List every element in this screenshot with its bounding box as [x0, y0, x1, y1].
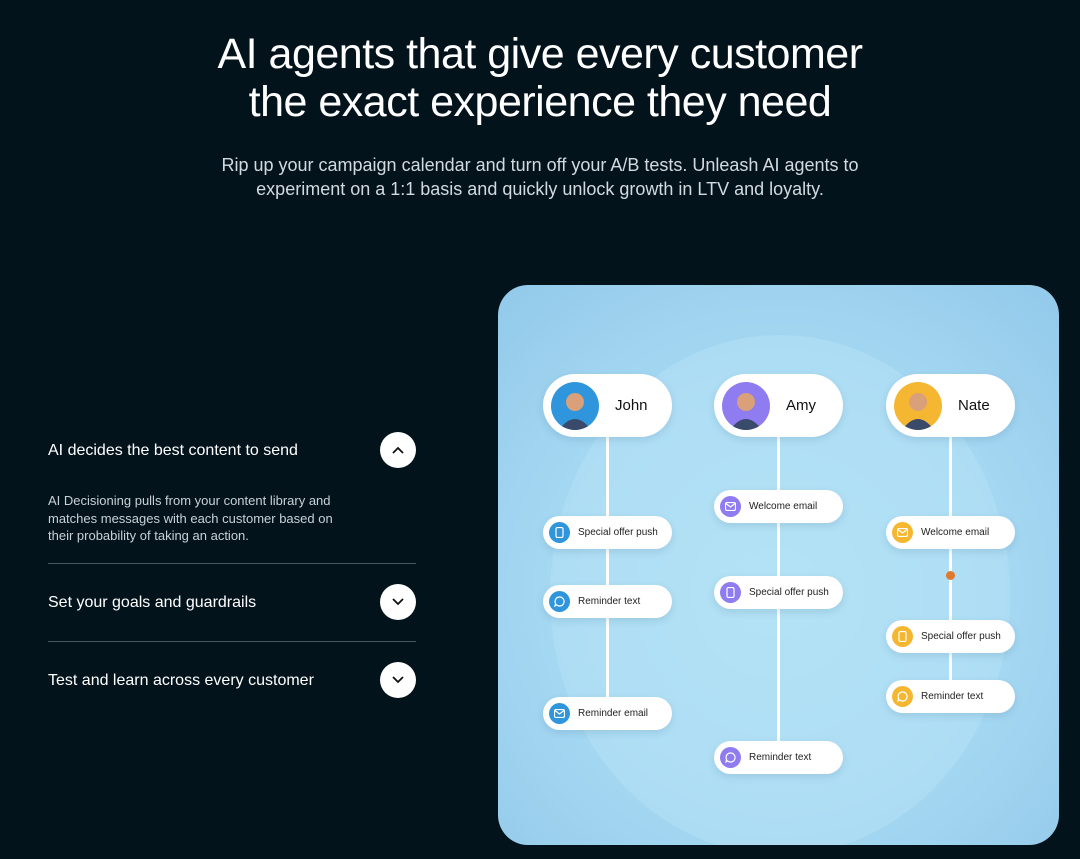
- message-step: Welcome email: [886, 516, 1015, 549]
- message-label: Special offer push: [578, 527, 658, 538]
- avatar: [894, 381, 942, 430]
- accordion-title[interactable]: AI decides the best content to send: [48, 442, 298, 459]
- message-step: Special offer push: [886, 620, 1015, 653]
- journey-line: [606, 435, 609, 700]
- accordion-title[interactable]: Set your goals and guardrails: [48, 594, 257, 611]
- accordion-description: AI Decisioning pulls from your content l…: [48, 493, 333, 543]
- message-step: Special offer push: [543, 516, 672, 549]
- chevron-up-icon: [392, 446, 404, 454]
- subtitle-line-2: experiment on a 1:1 basis and quickly un…: [256, 179, 824, 199]
- accordion-item-test-learn[interactable]: Test and learn across every customer: [48, 662, 416, 698]
- customer-pill-nate: Nate: [886, 374, 1015, 437]
- message-label: Welcome email: [749, 501, 818, 512]
- title-line-1: AI agents that give every customer: [217, 30, 863, 78]
- wait-dot: [946, 571, 955, 580]
- person-photo-icon: [902, 392, 934, 430]
- message-label: Welcome email: [921, 527, 990, 538]
- phone-icon: [720, 582, 741, 603]
- message-step: Reminder email: [543, 697, 672, 730]
- customer-name: Amy: [786, 397, 816, 414]
- person-photo-icon: [559, 392, 591, 430]
- expand-button[interactable]: [380, 584, 416, 620]
- avatar: [722, 381, 770, 430]
- chevron-down-icon: [392, 598, 404, 606]
- message-label: Special offer push: [749, 587, 829, 598]
- hero-subtitle: Rip up your campaign calendar and turn o…: [0, 153, 1080, 201]
- hero-title: AI agents that give every customer the e…: [0, 30, 1080, 126]
- chat-icon: [892, 686, 913, 707]
- message-step: Reminder text: [886, 680, 1015, 713]
- accordion-item-ai-decides[interactable]: AI decides the best content to send AI D…: [48, 432, 416, 552]
- phone-icon: [892, 626, 913, 647]
- message-label: Reminder text: [578, 596, 641, 607]
- message-step: Special offer push: [714, 576, 843, 609]
- customer-name: Nate: [958, 397, 990, 414]
- person-photo-icon: [730, 392, 762, 430]
- title-line-2: the exact experience they need: [248, 78, 832, 126]
- chevron-down-icon: [392, 676, 404, 684]
- mail-icon: [892, 522, 913, 543]
- mail-icon: [549, 703, 570, 724]
- collapse-button[interactable]: [380, 432, 416, 468]
- phone-icon: [549, 522, 570, 543]
- avatar: [551, 381, 599, 430]
- message-step: Reminder text: [714, 741, 843, 774]
- mail-icon: [720, 496, 741, 517]
- message-label: Reminder text: [921, 691, 984, 702]
- message-label: Special offer push: [921, 631, 1001, 642]
- customer-pill-john: John: [543, 374, 672, 437]
- chat-icon: [720, 747, 741, 768]
- message-step: Welcome email: [714, 490, 843, 523]
- customer-pill-amy: Amy: [714, 374, 843, 437]
- journey-line: [949, 435, 952, 680]
- chat-icon: [549, 591, 570, 612]
- message-label: Reminder text: [749, 752, 812, 763]
- divider: [48, 641, 416, 642]
- accordion-title[interactable]: Test and learn across every customer: [48, 672, 314, 689]
- message-label: Reminder email: [578, 708, 649, 719]
- expand-button[interactable]: [380, 662, 416, 698]
- message-step: Reminder text: [543, 585, 672, 618]
- divider: [48, 563, 416, 564]
- customer-name: John: [615, 397, 648, 414]
- subtitle-line-1: Rip up your campaign calendar and turn o…: [221, 155, 859, 175]
- accordion-item-goals[interactable]: Set your goals and guardrails: [48, 584, 416, 620]
